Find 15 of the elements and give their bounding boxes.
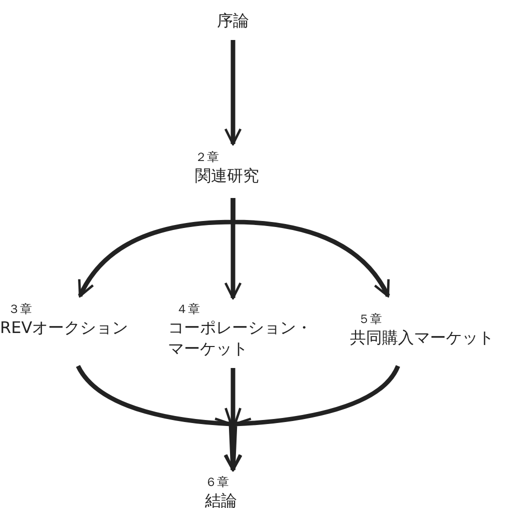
chapter-title: コーポレーション・マーケット xyxy=(168,317,313,359)
arrow xyxy=(230,198,390,298)
arrow xyxy=(224,40,242,146)
chapter-number: ５章 xyxy=(357,312,383,327)
chapter-number: ４章 xyxy=(175,302,201,317)
arrow xyxy=(76,364,241,472)
arrow xyxy=(225,364,400,472)
chapter-number: ６章 xyxy=(205,475,230,490)
chapter-title: 序論 xyxy=(216,10,250,31)
chapter-number: ３章 xyxy=(7,302,33,317)
chapter-title: 共同購入マーケット xyxy=(350,327,495,348)
chapter-title: 関連研究 xyxy=(195,165,260,186)
chapter-number: ２章 xyxy=(195,150,220,165)
chapter-title: 結論 xyxy=(205,490,238,508)
chapter-title: REVオークション xyxy=(0,317,130,338)
